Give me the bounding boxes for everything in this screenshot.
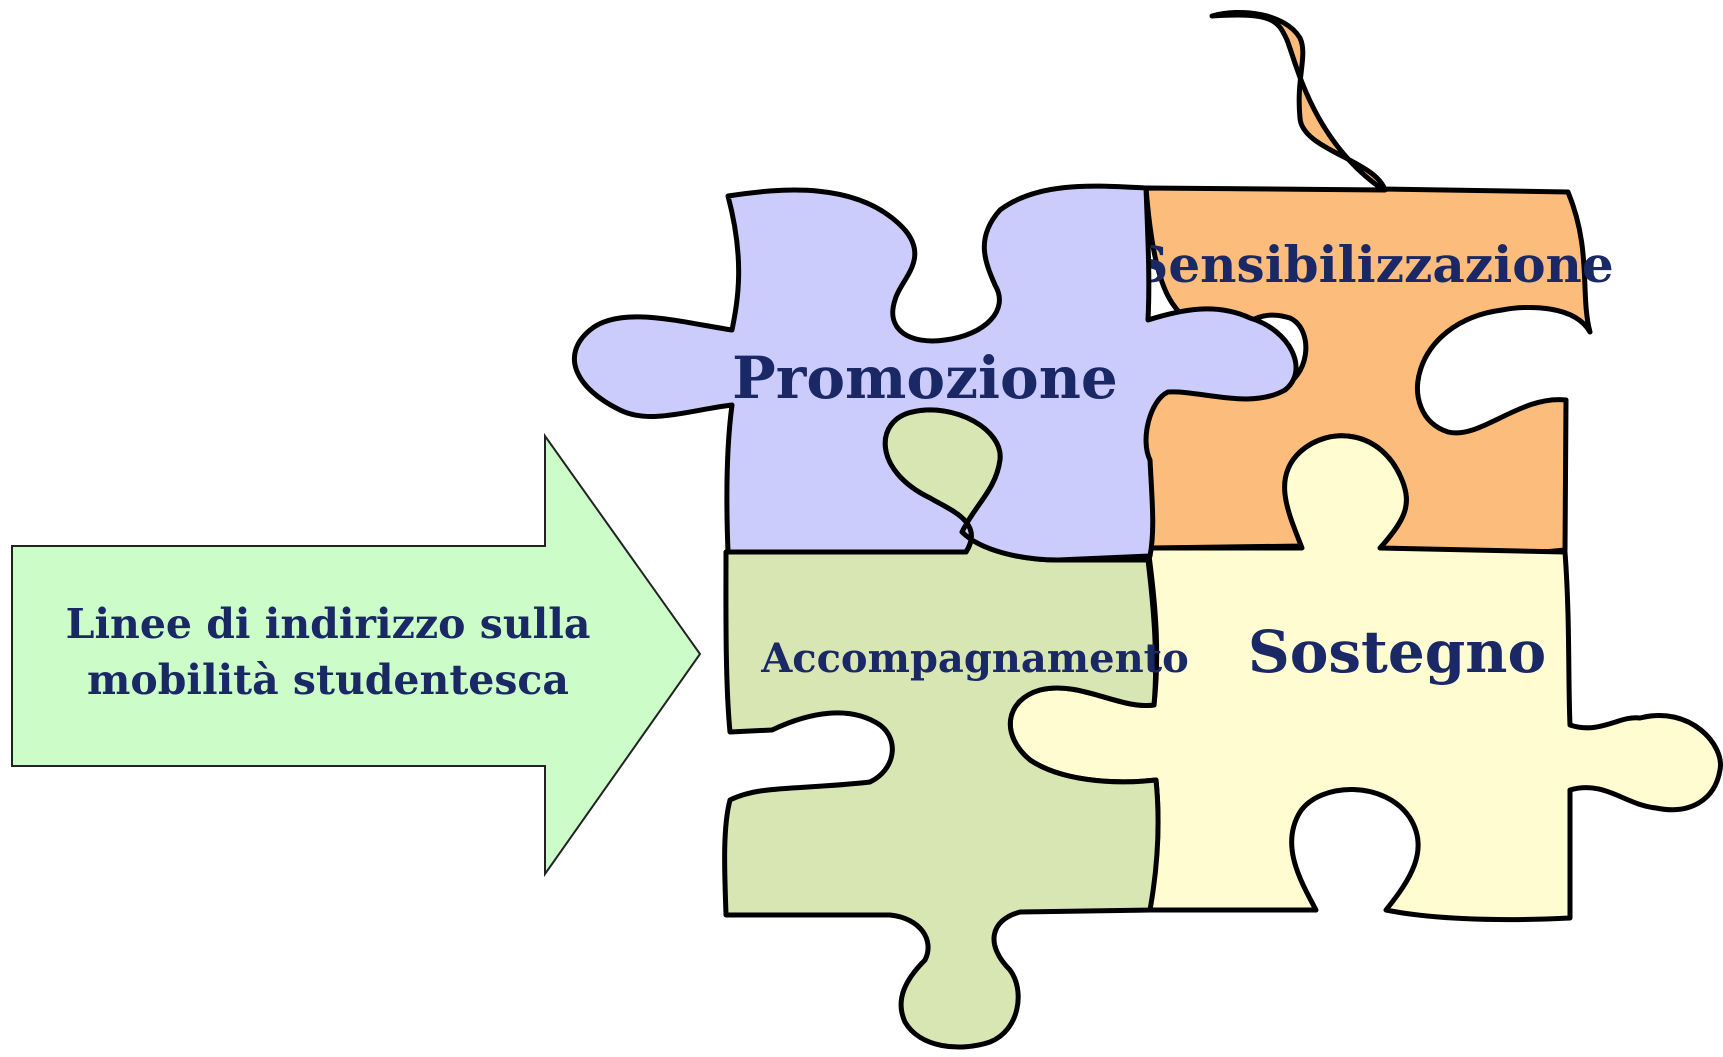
puzzle-piece-accompagnamento: Accompagnamento bbox=[722, 407, 1189, 1050]
arrow-label-line1: Linee di indirizzo sulla bbox=[66, 600, 591, 648]
piece-label-accompagnamento: Accompagnamento bbox=[760, 635, 1189, 682]
direction-arrow: Linee di indirizzo sulla mobilità studen… bbox=[11, 432, 702, 878]
puzzle-piece-promozione: Promozione bbox=[571, 183, 1299, 563]
puzzle-piece-sensibilizzazione: Sensibilizzazione bbox=[1132, 9, 1614, 558]
arrow-shape bbox=[11, 432, 702, 878]
piece-label-sensibilizzazione: Sensibilizzazione bbox=[1132, 235, 1613, 294]
piece-label-sostegno: Sostegno bbox=[1248, 618, 1546, 686]
puzzle-piece-sostegno: Sostegno bbox=[1007, 433, 1723, 923]
piece-label-promozione: Promozione bbox=[732, 344, 1118, 412]
arrow-label-line2: mobilità studentesca bbox=[87, 656, 569, 704]
puzzle-piece-shape bbox=[571, 183, 1299, 563]
